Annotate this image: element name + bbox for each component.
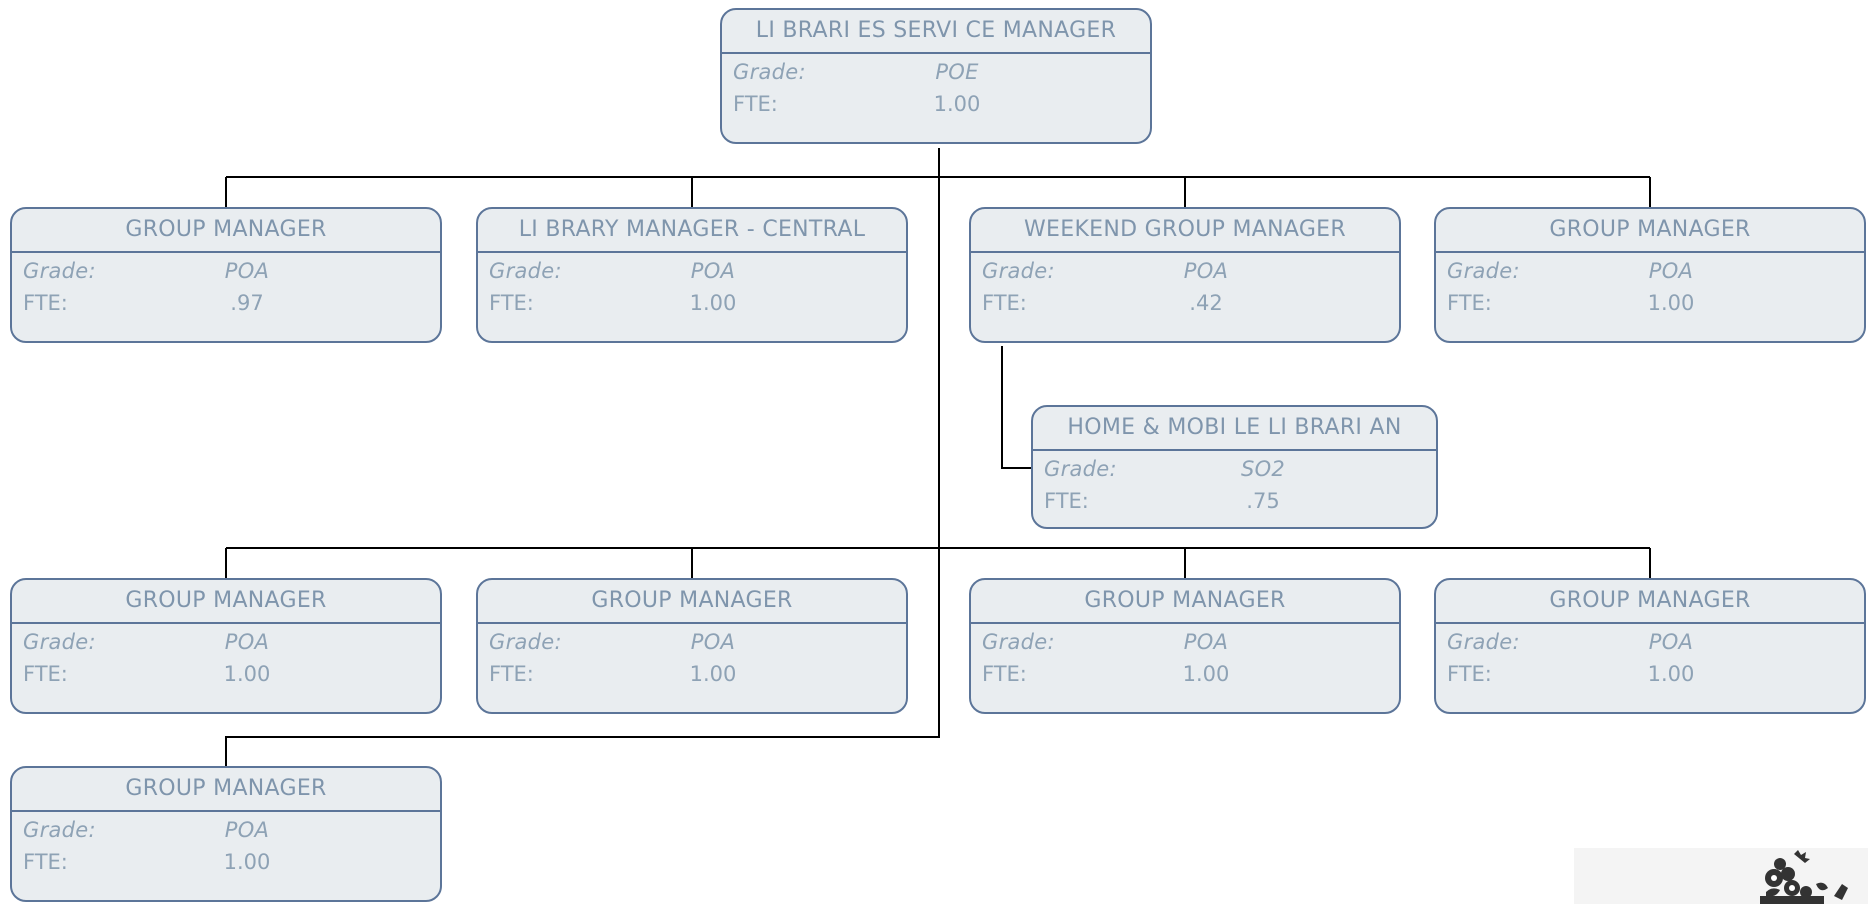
node-group-manager-5: GROUP MANAGER Grade: POA FTE: 1.00	[969, 578, 1401, 714]
grade-value: POA	[224, 630, 270, 654]
fte-value: .75	[1246, 489, 1280, 513]
grade-row: Grade: POA	[971, 255, 1399, 287]
node-title: GROUP MANAGER	[12, 209, 440, 253]
grade-row: Grade: POA	[12, 255, 440, 287]
grade-row: Grade: POE	[722, 56, 1150, 88]
fte-value: 1.00	[223, 662, 271, 686]
council-crest-icon	[1760, 850, 1848, 904]
fte-value: 1.00	[689, 662, 737, 686]
grade-label: Grade:	[733, 60, 806, 84]
fte-label: FTE:	[23, 662, 68, 686]
node-title: HOME & MOBI LE LI BRARI AN	[1033, 407, 1436, 451]
fte-row: FTE: .42	[971, 287, 1399, 319]
node-group-manager-2: GROUP MANAGER Grade: POA FTE: 1.00	[1434, 207, 1866, 343]
grade-value: POA	[1183, 630, 1229, 654]
fte-row: FTE: 1.00	[12, 846, 440, 878]
fte-label: FTE:	[489, 662, 534, 686]
node-title: GROUP MANAGER	[1436, 580, 1864, 624]
fte-label: FTE:	[23, 850, 68, 874]
fte-row: FTE: 1.00	[478, 287, 906, 319]
node-home-mobile-librarian: HOME & MOBI LE LI BRARI AN Grade: SO2 FT…	[1031, 405, 1438, 529]
grade-label: Grade:	[1447, 259, 1520, 283]
grade-row: Grade: POA	[478, 255, 906, 287]
fte-value: .97	[230, 291, 264, 315]
connector-weekend-to-home-mobile	[1001, 346, 1031, 469]
grade-row: Grade: POA	[1436, 255, 1864, 287]
fte-label: FTE:	[1447, 662, 1492, 686]
fte-label: FTE:	[489, 291, 534, 315]
fte-label: FTE:	[733, 92, 778, 116]
node-libraries-service-manager: LI BRARI ES SERVI CE MANAGER Grade: POE …	[720, 8, 1152, 144]
grade-value: POA	[690, 259, 736, 283]
grade-label: Grade:	[23, 259, 96, 283]
grade-value: POA	[690, 630, 736, 654]
grade-row: Grade: POA	[12, 626, 440, 658]
grade-row: Grade: POA	[478, 626, 906, 658]
grade-label: Grade:	[1447, 630, 1520, 654]
node-title: GROUP MANAGER	[12, 768, 440, 812]
grade-value: SO2	[1240, 457, 1286, 481]
fte-value: 1.00	[223, 850, 271, 874]
fte-label: FTE:	[23, 291, 68, 315]
node-title: GROUP MANAGER	[971, 580, 1399, 624]
grade-value: POA	[1648, 259, 1694, 283]
grade-row: Grade: POA	[1436, 626, 1864, 658]
grade-label: Grade:	[23, 818, 96, 842]
grade-row: Grade: POA	[12, 814, 440, 846]
fte-value: 1.00	[1182, 662, 1230, 686]
node-title: LI BRARI ES SERVI CE MANAGER	[722, 10, 1150, 54]
council-crest	[1574, 848, 1868, 904]
fte-row: FTE: 1.00	[12, 658, 440, 690]
fte-label: FTE:	[1044, 489, 1089, 513]
fte-row: FTE: .75	[1033, 485, 1436, 517]
fte-value: .42	[1189, 291, 1223, 315]
node-title: GROUP MANAGER	[12, 580, 440, 624]
grade-value: POA	[224, 818, 270, 842]
node-title: GROUP MANAGER	[1436, 209, 1864, 253]
fte-label: FTE:	[982, 662, 1027, 686]
fte-label: FTE:	[1447, 291, 1492, 315]
node-title: GROUP MANAGER	[478, 580, 906, 624]
grade-value: POE	[935, 60, 979, 84]
grade-label: Grade:	[489, 259, 562, 283]
fte-label: FTE:	[982, 291, 1027, 315]
node-weekend-group-manager: WEEKEND GROUP MANAGER Grade: POA FTE: .4…	[969, 207, 1401, 343]
fte-row: FTE: .97	[12, 287, 440, 319]
node-group-manager-7: GROUP MANAGER Grade: POA FTE: 1.00	[10, 766, 442, 902]
grade-label: Grade:	[1044, 457, 1117, 481]
grade-label: Grade:	[982, 630, 1055, 654]
fte-row: FTE: 1.00	[1436, 658, 1864, 690]
grade-value: POA	[224, 259, 270, 283]
connector-drop-group-manager-7	[225, 736, 939, 766]
fte-row: FTE: 1.00	[722, 88, 1150, 120]
grade-value: POA	[1183, 259, 1229, 283]
grade-label: Grade:	[23, 630, 96, 654]
node-title: WEEKEND GROUP MANAGER	[971, 209, 1399, 253]
node-group-manager-4: GROUP MANAGER Grade: POA FTE: 1.00	[476, 578, 908, 714]
node-group-manager-6: GROUP MANAGER Grade: POA FTE: 1.00	[1434, 578, 1866, 714]
grade-row: Grade: SO2	[1033, 453, 1436, 485]
node-group-manager-1: GROUP MANAGER Grade: POA FTE: .97	[10, 207, 442, 343]
fte-row: FTE: 1.00	[478, 658, 906, 690]
node-group-manager-3: GROUP MANAGER Grade: POA FTE: 1.00	[10, 578, 442, 714]
fte-value: 1.00	[933, 92, 981, 116]
grade-row: Grade: POA	[971, 626, 1399, 658]
fte-value: 1.00	[1647, 662, 1695, 686]
grade-label: Grade:	[489, 630, 562, 654]
fte-value: 1.00	[689, 291, 737, 315]
node-library-manager-central: LI BRARY MANAGER - CENTRAL Grade: POA FT…	[476, 207, 908, 343]
fte-row: FTE: 1.00	[1436, 287, 1864, 319]
fte-value: 1.00	[1647, 291, 1695, 315]
node-title: LI BRARY MANAGER - CENTRAL	[478, 209, 906, 253]
grade-label: Grade:	[982, 259, 1055, 283]
fte-row: FTE: 1.00	[971, 658, 1399, 690]
grade-value: POA	[1648, 630, 1694, 654]
